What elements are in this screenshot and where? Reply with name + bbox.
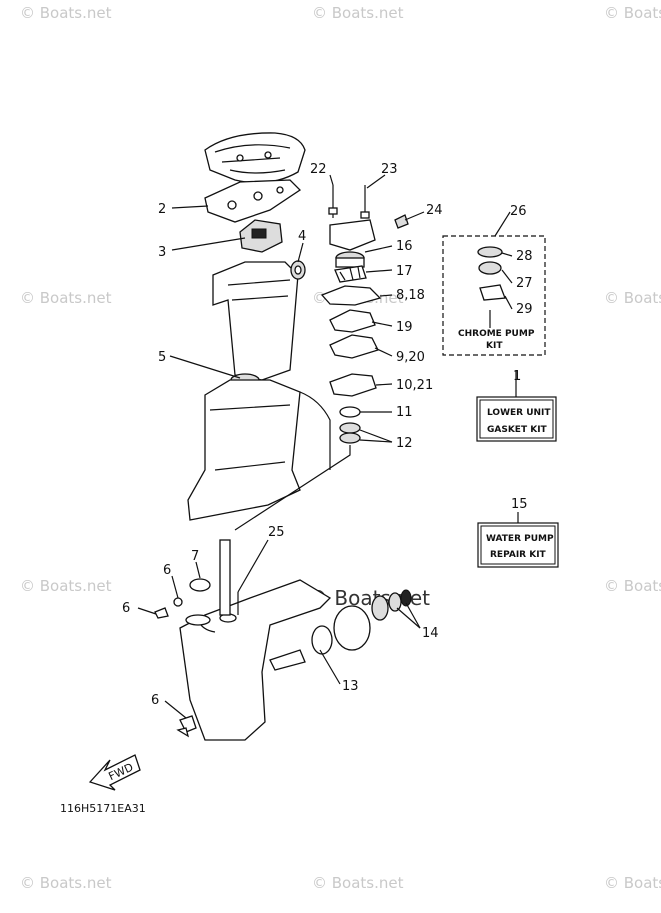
watermark-top-right: © Boats.net — [604, 4, 661, 22]
chrome-pump-kit-line1: CHROME PUMP — [458, 329, 535, 339]
watermark-low-left: © Boats.net — [20, 577, 112, 595]
watermarks: © Boats.net © Boats.net © Boats.net © Bo… — [20, 4, 661, 892]
drive-shaft-housing — [187, 261, 331, 521]
callout-11: 11 — [396, 405, 413, 420]
callout-9-20: 9,20 — [396, 350, 425, 365]
callout-19: 19 — [396, 320, 413, 335]
callout-8-18: 8,18 — [396, 288, 425, 303]
callout-24: 24 — [426, 203, 443, 218]
callout-4: 4 — [298, 229, 306, 244]
callout-27: 27 — [516, 276, 533, 291]
callout-6-lower: 6 — [151, 693, 159, 708]
water-pump-kit-line1: WATER PUMP — [486, 534, 554, 544]
forward-direction-arrow: FWD — [88, 754, 141, 791]
callout-15: 15 — [511, 497, 528, 512]
callout-25: 25 — [268, 525, 285, 540]
watermark-bottom-right: © Boats.net — [604, 874, 661, 892]
diagram-code: 116H5171EA31 — [60, 802, 146, 815]
leader-lines — [137, 174, 513, 719]
watermark-low-right: © Boats.net — [604, 577, 661, 595]
callout-13: 13 — [342, 679, 359, 694]
callout-5: 5 — [158, 350, 166, 365]
part-4-seal — [290, 260, 306, 280]
water-pump-stack — [234, 185, 409, 531]
callout-28: 28 — [516, 249, 533, 264]
chrome-pump-kit-line2: KIT — [486, 341, 503, 351]
watermark-top-left: © Boats.net — [20, 4, 112, 22]
chrome-pump-kit-box: CHROME PUMP KIT — [442, 235, 546, 356]
lower-unit-kit-line1: LOWER UNIT — [487, 408, 551, 418]
watermark-mid-left: © Boats.net — [20, 289, 112, 307]
callout-numbers: 2 3 4 5 22 23 24 16 17 8,18 19 9,20 10,2… — [122, 162, 533, 708]
callout-2: 2 — [158, 202, 166, 217]
callout-7: 7 — [191, 549, 199, 564]
watermark-mid-right: © Boats.net — [604, 289, 661, 307]
lower-unit-gasket-kit-box: LOWER UNIT GASKET KIT — [476, 370, 557, 442]
watermark-bottom-center: © Boats.net — [312, 874, 404, 892]
callout-16: 16 — [396, 239, 413, 254]
callout-26: 26 — [510, 204, 527, 219]
callout-6-left: 6 — [122, 601, 130, 616]
lower-casing — [154, 539, 412, 741]
callout-10-21: 10,21 — [396, 378, 433, 393]
callout-3: 3 — [158, 245, 166, 260]
callout-29: 29 — [516, 302, 533, 317]
callout-6-upper: 6 — [163, 563, 171, 578]
callout-1: 1 — [513, 369, 521, 384]
callout-22: 22 — [310, 162, 327, 177]
callout-14: 14 — [422, 626, 439, 641]
water-pump-kit-line2: REPAIR KIT — [490, 550, 547, 560]
callout-23: 23 — [381, 162, 398, 177]
watermark-bottom-left: © Boats.net — [20, 874, 112, 892]
top-cover-assembly — [204, 132, 306, 253]
lower-unit-kit-line2: GASKET KIT — [487, 425, 548, 435]
callout-12: 12 — [396, 436, 413, 451]
callout-17: 17 — [396, 264, 413, 279]
watermark-top-center: © Boats.net — [312, 4, 404, 22]
water-pump-repair-kit-box: WATER PUMP REPAIR KIT — [477, 512, 559, 568]
